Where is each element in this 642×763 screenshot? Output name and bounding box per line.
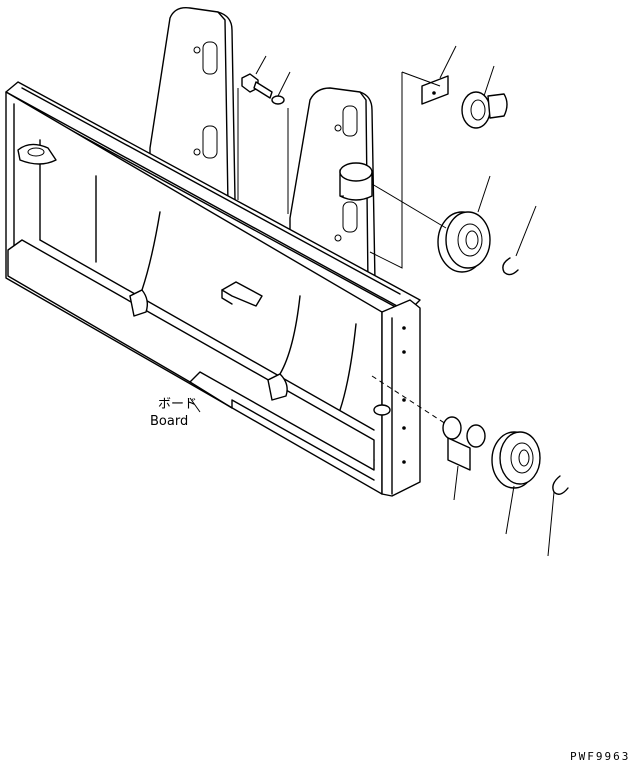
bolt [241, 73, 273, 99]
figure-code: PWF9963 [570, 750, 630, 763]
shim-plate-upper [421, 75, 449, 105]
leader-lines [189, 45, 555, 557]
side-roller [461, 91, 508, 129]
roller-bearing-lower [491, 431, 541, 489]
washer [271, 95, 285, 105]
roller-bearing-upper [437, 211, 491, 273]
carriage-board [5, 7, 421, 497]
snap-ring-lower [552, 475, 569, 495]
shims-lower [442, 416, 486, 471]
callout-japanese: ボード [158, 397, 197, 412]
callout-english: Board [150, 414, 188, 429]
snap-ring-upper [502, 257, 519, 276]
